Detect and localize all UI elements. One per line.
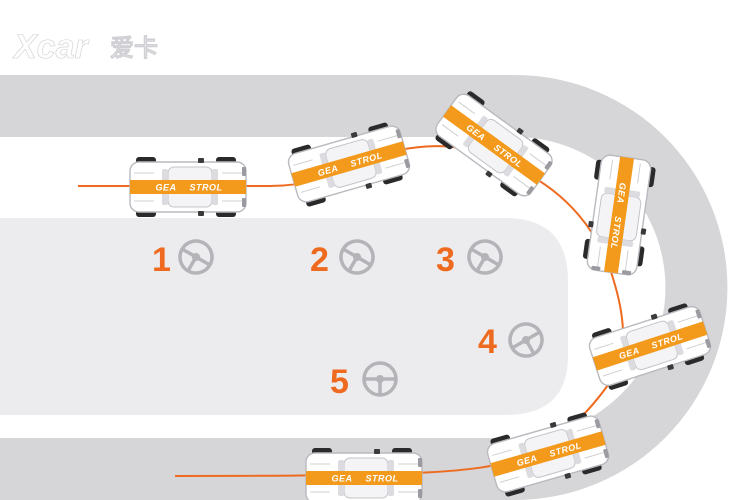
- steering-wheel-right-icon: [467, 239, 503, 275]
- steering-wheel-right-icon: [178, 239, 214, 275]
- steering-wheel-center-icon: [362, 361, 398, 397]
- step-number-2: 2: [310, 241, 329, 279]
- car-label-front: GEA: [331, 474, 352, 484]
- car-position-6: GEA STROL: [483, 408, 613, 500]
- car-position-3: GEA STROL: [428, 85, 560, 205]
- car-label-rear: STROL: [190, 183, 223, 193]
- xcar-logo: Xcar 爱卡: [12, 28, 159, 67]
- car-label-rear: STROL: [366, 474, 399, 484]
- step-number-4: 4: [478, 323, 497, 361]
- car-position-4: GEA STROL: [580, 152, 658, 278]
- car-position-7: GEA STROL: [305, 447, 423, 500]
- logo-name: 爱卡: [110, 34, 158, 62]
- steering-wheel-left-icon: [508, 322, 544, 358]
- logo-brand: Xcar: [12, 28, 89, 66]
- infield-area: [0, 218, 568, 415]
- step-number-1: 1: [152, 241, 171, 279]
- car-position-2: GEA STROL: [284, 118, 414, 210]
- step-number-3: 3: [436, 241, 455, 279]
- car-label-front: GEA: [615, 182, 628, 204]
- car-label-rear: STROL: [609, 216, 623, 250]
- track-surface: [0, 75, 728, 500]
- step-number-5: 5: [330, 363, 349, 401]
- car-position-5: GEA STROL: [584, 298, 716, 394]
- steering-wheel-right-icon: [339, 239, 375, 275]
- car-position-1: GEA STROL: [129, 156, 247, 218]
- car-label-front: GEA: [155, 183, 176, 193]
